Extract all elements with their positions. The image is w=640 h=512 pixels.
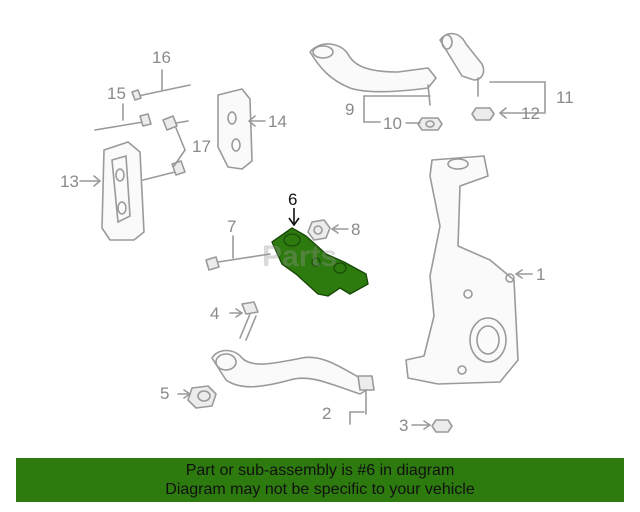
upper-arm-9-drawing xyxy=(309,43,437,123)
callout-5[interactable]: 5 xyxy=(160,384,170,403)
bolt-7-drawing xyxy=(205,235,271,271)
callout-13[interactable]: 13 xyxy=(60,172,79,191)
banner-line-1: Part or sub-assembly is #6 in diagram xyxy=(185,462,455,479)
bolt-16-drawing xyxy=(131,69,191,101)
lower-arm-2-drawing xyxy=(211,349,375,425)
callout-17[interactable]: 17 xyxy=(192,137,211,156)
bracket-13-drawing xyxy=(79,141,145,241)
callout-14[interactable]: 14 xyxy=(268,112,287,131)
callout-2[interactable]: 2 xyxy=(322,404,332,423)
ball-joint-11-drawing xyxy=(439,32,546,113)
callout-11[interactable]: 11 xyxy=(556,88,574,107)
callout-7[interactable]: 7 xyxy=(227,217,237,236)
nut-5-drawing xyxy=(177,385,217,409)
callout-3[interactable]: 3 xyxy=(399,416,409,435)
callout-1[interactable]: 1 xyxy=(536,265,546,284)
nut-3-drawing xyxy=(411,419,453,433)
callout-15[interactable]: 15 xyxy=(107,84,126,103)
bracket-14-drawing xyxy=(217,88,266,170)
watermark: Parts xyxy=(262,240,338,273)
bolt-17-drawing xyxy=(142,115,189,181)
nut-10-drawing xyxy=(405,117,443,131)
bolt-15-drawing xyxy=(94,103,152,131)
banner-line-2: Diagram may not be specific to your vehi… xyxy=(165,481,475,498)
info-banner: Part or sub-assembly is #6 in diagram Di… xyxy=(16,458,624,502)
bolt-4-drawing xyxy=(229,301,259,341)
callout-12[interactable]: 12 xyxy=(521,104,540,123)
nut-8-drawing xyxy=(307,219,349,241)
callout-9[interactable]: 9 xyxy=(345,100,355,119)
callout-4[interactable]: 4 xyxy=(210,304,220,323)
callout-10[interactable]: 10 xyxy=(383,114,402,133)
nut-12-drawing xyxy=(471,107,546,121)
callout-16[interactable]: 16 xyxy=(152,48,171,67)
callout-8[interactable]: 8 xyxy=(351,220,361,239)
highlighted-part-6-drawing xyxy=(271,208,369,297)
knuckle-1-drawing xyxy=(405,155,533,385)
callout-6[interactable]: 6 xyxy=(288,190,298,209)
